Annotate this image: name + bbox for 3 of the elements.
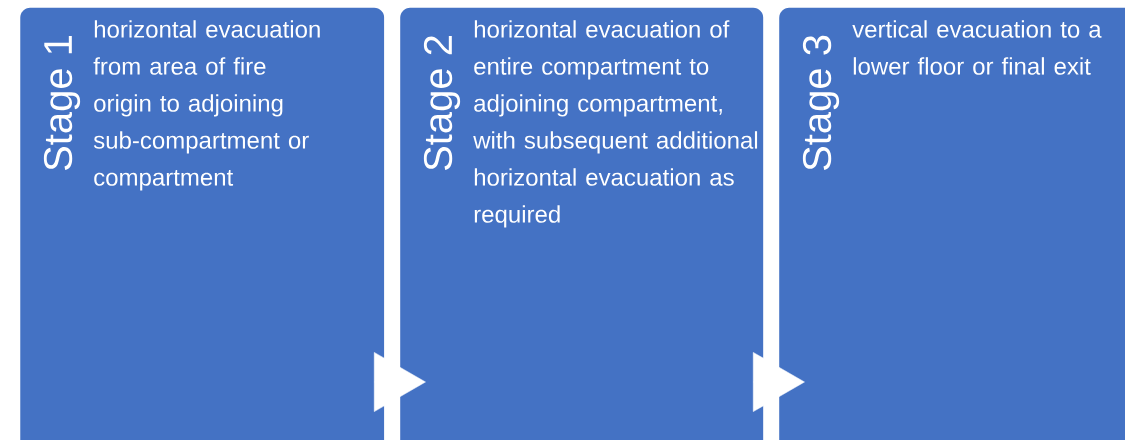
chevron-arrow bbox=[373, 352, 426, 412]
chevron-arrow bbox=[752, 352, 805, 412]
stage-box: Stage 3 vertical evacuation to a lower floor or final exit bbox=[779, 7, 1125, 440]
